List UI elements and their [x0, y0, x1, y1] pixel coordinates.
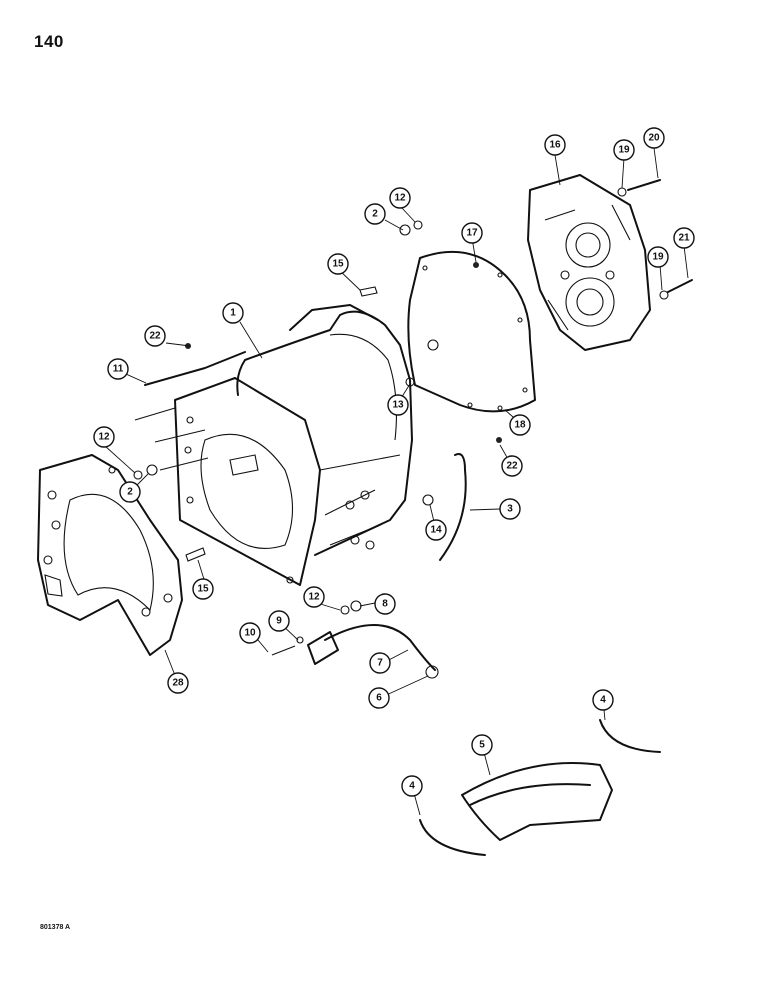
svg-text:12: 12	[308, 592, 320, 603]
tube-3	[439, 453, 467, 561]
svg-text:2: 2	[372, 209, 378, 220]
fitting-14	[422, 494, 434, 506]
svg-text:16: 16	[549, 140, 561, 151]
o-ring-6	[425, 665, 439, 679]
svg-text:7: 7	[377, 658, 383, 669]
callout-13: 13	[387, 394, 409, 416]
callout-21: 21	[673, 227, 695, 249]
callout-14: 14	[425, 519, 447, 541]
thrust-washer-4-right	[599, 719, 661, 753]
callout-18: 18	[509, 414, 531, 436]
figure-code: 801378 A	[40, 924, 71, 931]
o-ring-12-rear	[413, 220, 423, 230]
callout-2: 2	[364, 203, 386, 225]
svg-text:19: 19	[652, 252, 664, 263]
svg-text:12: 12	[98, 432, 110, 443]
callout-19: 19	[613, 139, 635, 161]
svg-text:15: 15	[197, 584, 209, 595]
plug-22-rear	[496, 437, 502, 443]
svg-text:3: 3	[507, 504, 513, 515]
callout-1: 1	[222, 302, 244, 324]
o-ring-12-lower	[340, 605, 350, 615]
callout-28: 28	[167, 672, 189, 694]
callout-8: 8	[374, 593, 396, 615]
washer-19-lower	[659, 290, 669, 300]
svg-text:28: 28	[172, 678, 184, 689]
bearing-shell-5	[461, 762, 613, 841]
fitting-8	[350, 600, 362, 612]
svg-text:20: 20	[648, 133, 660, 144]
front-gasket-part	[37, 454, 183, 656]
svg-text:9: 9	[276, 616, 282, 627]
page-number: 140	[34, 32, 64, 51]
svg-text:11: 11	[113, 364, 124, 375]
callout-15: 15	[192, 578, 214, 600]
callout-11: 11	[107, 358, 129, 380]
front-dowel-15	[185, 547, 206, 562]
svg-text:22: 22	[506, 461, 518, 472]
svg-text:4: 4	[600, 695, 606, 706]
svg-text:18: 18	[514, 420, 526, 431]
thrust-washer-4-left	[419, 819, 486, 856]
callout-12: 12	[93, 426, 115, 448]
washer-9	[296, 636, 304, 644]
svg-text:12: 12	[394, 193, 406, 204]
bolt-10	[271, 645, 296, 656]
rear-gasket-part	[407, 250, 536, 413]
callout-20: 20	[643, 127, 665, 149]
svg-text:21: 21	[678, 233, 690, 244]
callout-19: 19	[647, 246, 669, 268]
flange-part	[307, 631, 339, 665]
fitting-2-front	[146, 464, 158, 476]
callout-17: 17	[461, 222, 483, 244]
svg-text:4: 4	[409, 781, 415, 792]
plug-17	[473, 262, 479, 268]
callout-12: 12	[389, 187, 411, 209]
svg-text:15: 15	[332, 259, 344, 270]
svg-text:13: 13	[392, 400, 404, 411]
svg-text:1: 1	[230, 308, 236, 319]
svg-text:19: 19	[618, 145, 630, 156]
callout-4: 4	[592, 689, 614, 711]
svg-text:5: 5	[479, 740, 485, 751]
svg-text:10: 10	[244, 628, 256, 639]
tube-7	[324, 624, 436, 671]
fitting-13	[405, 377, 415, 387]
rear-dowel-15	[359, 286, 378, 297]
hose-line-11	[144, 351, 246, 386]
callout-10: 10	[239, 622, 261, 644]
bolt-20	[627, 179, 661, 191]
callout-16: 16	[544, 134, 566, 156]
rear-cover-part	[527, 174, 651, 351]
o-ring-12-front	[133, 470, 143, 480]
callout-2: 2	[119, 481, 141, 503]
callout-4: 4	[401, 775, 423, 797]
transmission-housing-part	[174, 304, 413, 586]
callout-9: 9	[268, 610, 290, 632]
callout-22: 22	[144, 325, 166, 347]
callout-5: 5	[471, 734, 493, 756]
callout-22: 22	[501, 455, 523, 477]
callout-7: 7	[369, 652, 391, 674]
callout-3: 3	[499, 498, 521, 520]
fitting-2-rear	[399, 224, 411, 236]
washer-19-upper	[617, 187, 627, 197]
callout-12: 12	[303, 586, 325, 608]
svg-text:2: 2	[127, 487, 133, 498]
svg-text:22: 22	[149, 331, 161, 342]
callout-15: 15	[327, 253, 349, 275]
bolt-21	[667, 279, 693, 293]
svg-text:8: 8	[382, 599, 388, 610]
svg-text:17: 17	[466, 228, 478, 239]
svg-text:6: 6	[376, 693, 382, 704]
svg-text:14: 14	[430, 525, 442, 536]
callout-6: 6	[368, 687, 390, 709]
